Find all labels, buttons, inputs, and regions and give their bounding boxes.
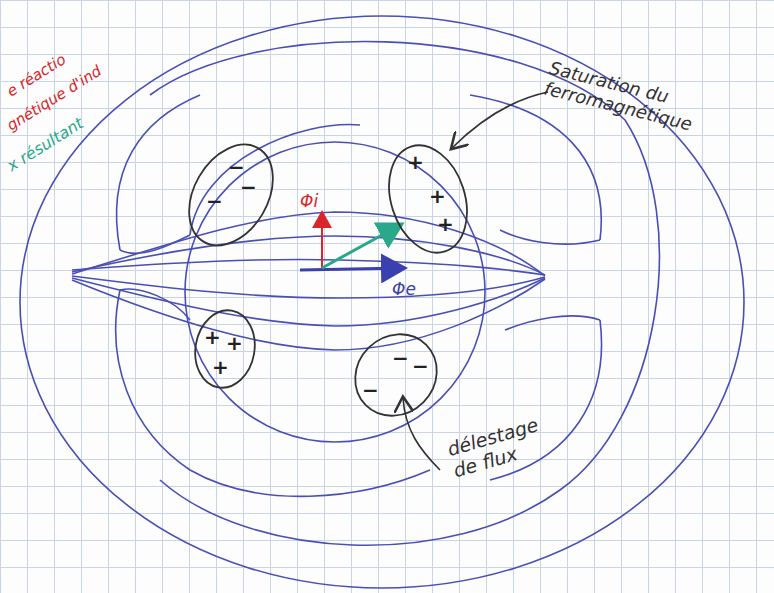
- zone-outline: [348, 330, 444, 420]
- charge-sign: +: [429, 186, 446, 206]
- annotation: délestage de flux: [445, 410, 563, 482]
- flux-label: Φe: [392, 280, 416, 300]
- charge-sign: +: [204, 327, 221, 347]
- charge-sign: +: [212, 357, 229, 377]
- charge-sign: +: [226, 333, 243, 353]
- charge-zone: −−−: [348, 330, 444, 420]
- flux-label: Φi: [300, 192, 318, 212]
- charge-sign: −: [362, 380, 379, 400]
- charge-zone: −−−: [188, 135, 274, 255]
- charge-sign: +: [437, 214, 454, 234]
- charge-sign: −: [228, 157, 245, 177]
- charge-sign: +: [407, 152, 424, 172]
- zone-outline: [188, 135, 274, 255]
- zone-outline: [190, 305, 260, 393]
- charge-zone: +++: [190, 305, 260, 393]
- charge-sign: −: [412, 356, 429, 376]
- charge-sign: −: [392, 348, 409, 368]
- charge-sign: −: [240, 177, 257, 197]
- zone-outline: [385, 138, 471, 260]
- charge-zone: +++: [385, 138, 471, 260]
- charge-sign: −: [206, 191, 223, 211]
